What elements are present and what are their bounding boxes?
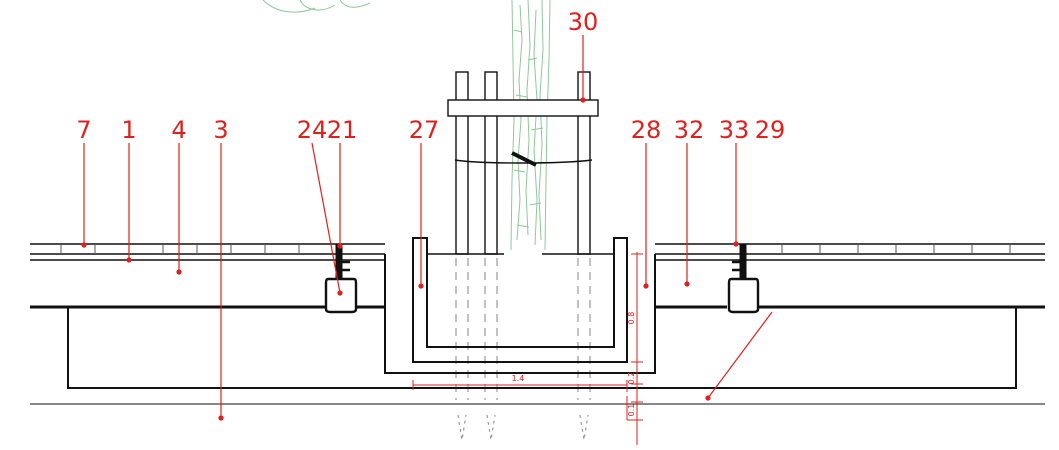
curb-right: [727, 243, 760, 314]
dimension-lines: [412, 252, 643, 445]
tie-clip: [511, 151, 537, 167]
callout-33: 33: [719, 116, 750, 144]
dim-depth: 0.8: [627, 312, 636, 325]
callout-21: 21: [327, 116, 358, 144]
callout-27: 27: [409, 116, 440, 144]
callout-7: 7: [76, 116, 91, 144]
dim-width: 1.4: [512, 374, 525, 383]
dimension-texts: 1.4 0.8 0.2 0.1: [512, 312, 636, 417]
callout-3: 3: [213, 116, 228, 144]
tree-stakes: [447, 71, 599, 255]
dim-sub: 0.1: [627, 404, 636, 417]
callout-4: 4: [171, 116, 186, 144]
stake-hidden-lines: [455, 258, 591, 441]
callout-labels: 7 1 4 3 24 21 27 30 28 32 33 29: [76, 8, 785, 144]
tie-wire: [454, 159, 593, 164]
leader-lines: [83, 35, 773, 418]
paver-joints: [60, 244, 1011, 254]
callout-1: 1: [121, 116, 136, 144]
dim-base: 0.2: [627, 372, 636, 385]
callout-30: 30: [568, 8, 599, 36]
callout-32: 32: [674, 116, 705, 144]
pavement: [30, 243, 1045, 309]
base-course: [67, 254, 1017, 389]
callout-24: 24: [297, 116, 328, 144]
tree-pit-liner: [412, 237, 628, 363]
curb-left: [324, 243, 358, 314]
tree-trunk: [262, 0, 551, 251]
leader-dots: [81, 97, 739, 421]
callout-29: 29: [755, 116, 786, 144]
callout-28: 28: [631, 116, 662, 144]
